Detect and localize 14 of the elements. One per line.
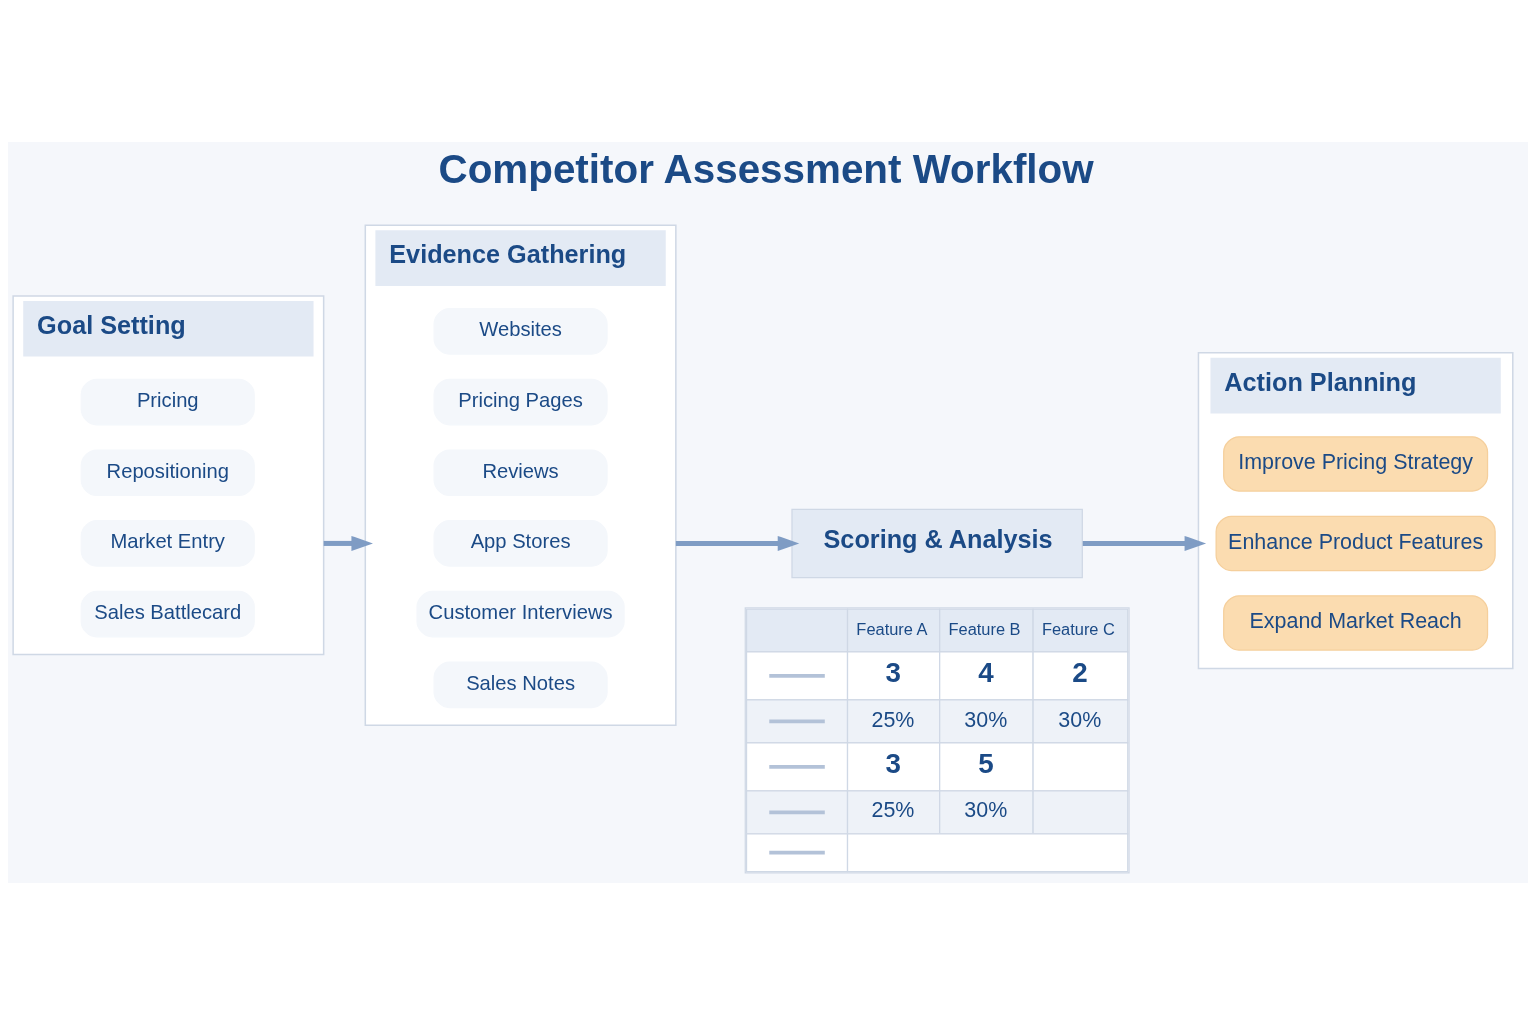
label: 4 [978,656,994,688]
label: 30% [964,707,1008,732]
label: 3 [885,747,901,779]
diagram-title: Competitor Assessment Workflow [438,145,1094,192]
label: 30% [1058,707,1102,732]
label: Feature A [856,619,928,638]
label: 25% [871,707,915,732]
label: 25% [871,797,915,822]
label: Feature B [948,619,1021,638]
label: 5 [978,747,994,779]
label: 2 [1072,656,1088,688]
label: 30% [964,797,1008,822]
label: Feature C [1041,619,1115,638]
label: 3 [885,656,901,688]
